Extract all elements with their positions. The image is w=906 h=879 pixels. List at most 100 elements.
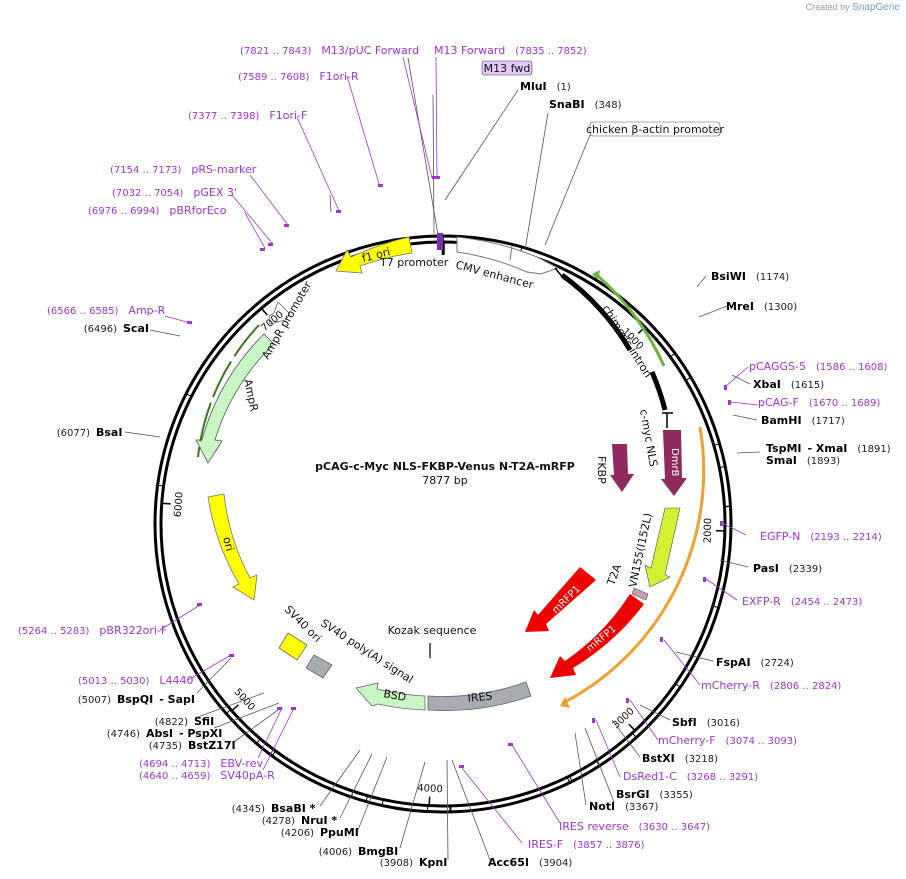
feature-ori[interactable] [207, 493, 258, 601]
feature-chimeric-intron[interactable] [560, 272, 633, 352]
feature-cmyc-nls[interactable] [662, 412, 673, 428]
enzyme-name: MreI [726, 300, 754, 313]
enzyme-position: (2724) [761, 658, 794, 669]
primer-exfpr[interactable]: EXFP-R(2454 .. 2473) [742, 595, 862, 608]
tick-label-2000: 2000 [703, 518, 715, 544]
enzyme-site-tick [669, 352, 676, 358]
cba-promoter-box[interactable]: chicken β-actin promoter [586, 121, 724, 137]
enzyme-kpni[interactable]: KpnI(3908) [380, 856, 448, 869]
enzyme-position: (3016) [707, 718, 740, 729]
enzyme-position: (4206) [281, 828, 314, 839]
enzyme-absi[interactable]: AbsI- PspXI(4746) [107, 727, 223, 740]
enzyme-bamhi[interactable]: BamHI(1717) [761, 414, 845, 427]
enzyme-bstxi[interactable]: BstXI(3218) [642, 752, 718, 765]
tick-label-6000: 6000 [173, 491, 186, 517]
primer-pbr322orif[interactable]: (5264 .. 5283)pBR322ori-F [18, 624, 167, 637]
primer-l4440[interactable]: (5013 .. 5030)L4440 [78, 674, 194, 687]
primer-iresreverse[interactable]: IRES reverse(3630 .. 3647) [559, 820, 710, 833]
feature-cmv-enhancer[interactable] [456, 236, 560, 275]
primer-f1orif[interactable]: (7377 .. 7398)F1ori-F [188, 109, 307, 122]
enzyme-position: (1893) [807, 456, 840, 467]
feature-fkbp[interactable] [610, 444, 634, 492]
feature-mrfp1-a[interactable] [525, 567, 596, 632]
enzyme-mrei[interactable]: MreI (1300) [726, 300, 797, 313]
feature-ampr-promoter[interactable] [268, 301, 291, 325]
feature-ires[interactable] [427, 681, 532, 711]
feature-mrfp1-b[interactable] [550, 594, 644, 678]
primer-mcherryr[interactable]: mCherry-R(2806 .. 2824) [701, 679, 841, 692]
primer-pbrforeco[interactable]: (6976 .. 6994)pBRforEco [88, 204, 227, 217]
primer-prsmarker[interactable]: (7154 .. 7173)pRS-marker [110, 163, 257, 176]
primer-dsred1c[interactable]: DsRed1-C(3268 .. 3291) [623, 770, 758, 783]
primer-range: (7589 .. 7608) [238, 72, 310, 83]
enzyme-bsiwi[interactable]: BsiWI(1174) [711, 270, 789, 283]
enzyme-position: (1717) [812, 416, 845, 427]
primer-m13pucforward[interactable]: (7821 .. 7843)M13/pUC Forward [240, 44, 419, 57]
enzyme-bsai[interactable]: BsaI(6077) [57, 426, 123, 439]
enzyme-scai[interactable]: ScaI(6496) [84, 322, 149, 335]
feature-vn155[interactable] [644, 507, 681, 588]
primer-f1orir[interactable]: (7589 .. 7608)F1ori-R [238, 70, 359, 83]
enzyme-bsrgi[interactable]: BsrGI(3355) [616, 788, 693, 801]
feature-bsd[interactable] [355, 682, 426, 711]
primer-pcaggs5[interactable]: pCAGGS-5 (1586 .. 1608) [749, 360, 888, 373]
m13-fwd-box[interactable]: M13 fwd [481, 60, 533, 76]
enzyme-snabi[interactable]: SnaBI(348) [549, 98, 622, 111]
enzyme-position: (1) [557, 82, 571, 93]
enzyme-position: (4278) [262, 816, 295, 827]
feature-f1-ori[interactable] [335, 236, 413, 274]
primer-name: IRES reverse [559, 820, 629, 833]
primer-iresf[interactable]: IRES-F(3857 .. 3876) [528, 838, 645, 851]
enzyme-nrui[interactable]: NruI * (4278) [262, 814, 338, 827]
enzyme-name: XbaI [753, 378, 781, 391]
branding-prefix: Created by [805, 2, 850, 12]
enzyme-position: (2339) [789, 564, 822, 575]
enzyme-smai[interactable]: SmaI(1893) [766, 454, 840, 467]
enzyme-name: BsaI [96, 426, 122, 439]
enzyme-pasi[interactable]: PasI(2339) [753, 562, 822, 575]
label-dmrb: DmrB [669, 448, 680, 477]
feature-sv40-polya[interactable] [305, 654, 333, 679]
enzyme-bmgbi[interactable]: BmgBI(4006) [319, 845, 398, 858]
enzyme-position: (348) [595, 100, 622, 111]
primer-sv40par[interactable]: (4640 .. 4659)SV40pA-R [139, 769, 275, 782]
primer-ebvrev[interactable]: (4694 .. 4713)EBV-rev [139, 757, 263, 770]
feature-intron-tick [554, 267, 566, 281]
enzyme-bstz17i[interactable]: BstZ17I(4735) [149, 739, 236, 752]
enzyme-tspmi[interactable]: TspMI- XmaI(1891) [766, 442, 891, 455]
enzyme-name: SbfI [672, 716, 697, 729]
feature-sv40-ori[interactable] [278, 632, 308, 661]
primer-m13forward[interactable]: M13 Forward(7835 .. 7852) [434, 44, 587, 57]
feature-ampr-stripe [197, 324, 260, 458]
enzyme-noti[interactable]: NotI(3367) [589, 800, 658, 813]
enzyme-sfii[interactable]: SfiI(4822) [155, 715, 214, 728]
enzyme-fspai[interactable]: FspAI(2724) [716, 656, 794, 669]
enzyme-bsabi[interactable]: BsaBI *(4345) [232, 802, 316, 815]
enzyme-xbai[interactable]: XbaI(1615) [753, 378, 824, 391]
primer-range: (3857 .. 3876) [573, 840, 645, 851]
tick-mark-5000 [232, 704, 239, 711]
primer-mcherryf[interactable]: mCherry-F(3074 .. 3093) [658, 734, 797, 747]
feature-ampr[interactable] [195, 333, 275, 464]
enzyme-bspqi[interactable]: BspQI- SapI(5007) [78, 693, 195, 706]
primer-ampr[interactable]: (6566 .. 6585)Amp-R [47, 304, 166, 317]
enzyme-sbfi[interactable]: SbfI (3016) [672, 716, 740, 729]
enzyme-mlui[interactable]: MluI(1) [520, 80, 571, 93]
primer-pgex3[interactable]: (7032 .. 7054)pGEX 3' [112, 186, 237, 199]
enzyme-acc65i[interactable]: Acc65I(3904) [488, 856, 572, 869]
feature-t7-promoter[interactable] [437, 233, 443, 250]
enzyme-name: NruI * [301, 814, 337, 827]
enzyme-position: (1300) [764, 302, 797, 313]
feature-dmrb[interactable] [661, 430, 687, 496]
primer-range: (1586 .. 1608) [816, 362, 888, 373]
label-t2a: T2A [604, 562, 624, 588]
primer-pcagf[interactable]: pCAG-F(1670 .. 1689) [758, 396, 880, 409]
feature-t2a[interactable] [631, 587, 649, 601]
primer-egfpn[interactable]: EGFP-N(2193 .. 2214) [760, 530, 882, 543]
enzyme-name: KpnI [419, 856, 447, 869]
primer-name: pCAGGS-5 [749, 360, 806, 373]
enzyme-ppumi[interactable]: PpuMI(4206) [281, 826, 359, 839]
label-t7-promoter: T7 promoter [379, 256, 449, 269]
enzyme-name: Acc65I [488, 856, 529, 869]
